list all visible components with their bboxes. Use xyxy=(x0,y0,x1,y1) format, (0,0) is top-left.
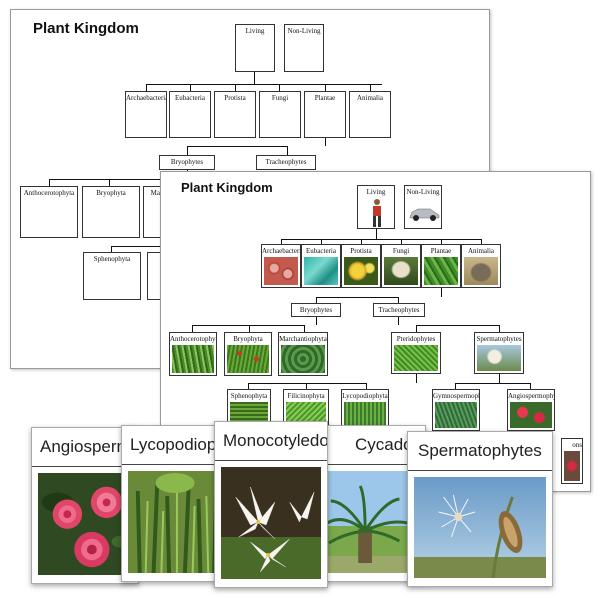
card-label: Angiosperms xyxy=(40,437,138,456)
bryophyta-box: Bryophyta xyxy=(224,332,272,376)
eubacteria-photo xyxy=(304,257,338,285)
back-kingdom-box: Eubacteria xyxy=(169,91,211,138)
gymnospermophyta-photo xyxy=(435,402,477,428)
kingdom-protista: Protista xyxy=(341,244,381,288)
back-division-box: Bryophytes xyxy=(159,155,215,170)
back-bryophyte-box: Anthocerotophyta xyxy=(20,186,78,238)
back-division-box: Tracheophytes xyxy=(256,155,316,170)
spermatophytes-photo xyxy=(477,345,521,371)
angiospermophyta-photo xyxy=(510,402,552,428)
back-kingdom-box: Fungi xyxy=(259,91,301,138)
green-club-moss-photo xyxy=(128,471,222,573)
back-kingdom-box: Plantae xyxy=(304,91,346,138)
card-lycopodiophyta: Lycopodiophyta xyxy=(121,425,229,582)
anthocerotophyta-box: Anthocerotophyta xyxy=(169,332,217,376)
back-kingdom-box: Archaebacteria xyxy=(125,91,167,138)
kingdom-fungi: Fungi xyxy=(381,244,421,288)
archaebacteria-photo xyxy=(264,257,298,285)
protista-photo xyxy=(344,257,378,285)
back-nonliving-box: Non-Living xyxy=(284,24,324,72)
white-lily-photo xyxy=(221,467,321,579)
kingdom-archaebacteria: Archaebacteria xyxy=(261,244,301,288)
card-label: Spermatophytes xyxy=(418,441,542,460)
marchantiophyta-box: Marchantiophyta xyxy=(278,332,328,376)
kingdom-plantae: Plantae xyxy=(421,244,461,288)
card-label: Monocotyledons xyxy=(223,431,327,450)
spermatophytes-box: Spermatophytes xyxy=(474,332,524,374)
back-kingdom-box: Animalia xyxy=(349,91,391,138)
front-sheet-title: Plant Kingdom xyxy=(181,180,273,195)
back-sheet-title: Plant Kingdom xyxy=(33,20,139,37)
person-icon xyxy=(373,199,381,227)
card-monocotyledons: Monocotyledons xyxy=(214,421,328,588)
anthocerotophyta-photo xyxy=(172,345,214,373)
back-living-box: Living xyxy=(235,24,275,72)
tracheophytes-box: Tracheophytes xyxy=(373,303,425,317)
back-bryophyte-box: Bryophyta xyxy=(82,186,140,238)
cycad-palm-photo xyxy=(321,471,419,573)
card-spermatophytes: Spermatophytes xyxy=(407,431,553,587)
bryophytes-box: Bryophytes xyxy=(291,303,341,317)
card-label: Lycopodiophyta xyxy=(130,435,228,454)
back-sub-box: Sphenophyta xyxy=(83,252,141,300)
living-box: Living xyxy=(357,185,395,229)
car-icon xyxy=(409,208,440,221)
elephant-photo xyxy=(464,257,498,285)
pteridophytes-box: Pteridophytes xyxy=(391,332,441,374)
kingdom-eubacteria: Eubacteria xyxy=(301,244,341,288)
bryophyta-photo xyxy=(227,345,269,373)
angiospermophyta-box: Angiospermophyta xyxy=(507,389,555,431)
pink-camellia-photo xyxy=(38,473,132,575)
partial-box: ons xyxy=(561,438,583,484)
seed-pod-photo xyxy=(414,477,546,578)
gymnospermophyta-box: Gymnospermophyta xyxy=(432,389,480,431)
partial-photo xyxy=(564,451,580,481)
nonliving-box: Non-Living xyxy=(404,185,442,229)
pteridophytes-photo xyxy=(394,345,438,371)
fungi-photo xyxy=(384,257,418,285)
kingdom-animalia: Animalia xyxy=(461,244,501,288)
marchantiophyta-photo xyxy=(281,345,325,373)
plantae-photo xyxy=(424,257,458,285)
back-kingdom-box: Protista xyxy=(214,91,256,138)
